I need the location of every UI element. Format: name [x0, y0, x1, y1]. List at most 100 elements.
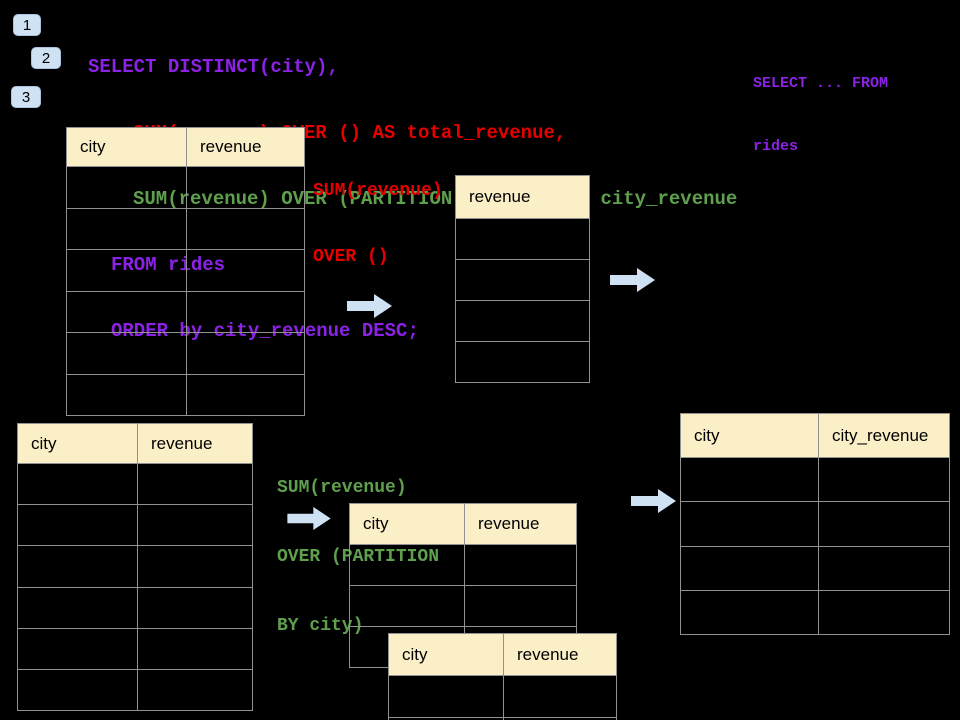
sql-side-note: SELECT ... FROM rides — [753, 31, 888, 178]
side-note-line-2: rides — [753, 138, 799, 155]
table-source-top-header-row: city revenue — [67, 128, 304, 167]
table-source-top: city revenue — [66, 127, 305, 416]
sql-line-select: SELECT DISTINCT(city), — [88, 56, 339, 78]
table-row — [18, 668, 252, 711]
table-row — [456, 219, 589, 259]
table-row — [681, 501, 949, 546]
table-cell — [137, 628, 252, 669]
table-cell — [67, 292, 186, 333]
table-cell — [389, 676, 503, 717]
table-cell — [464, 586, 576, 626]
column-header-revenue: revenue — [464, 504, 576, 544]
column-header-revenue: revenue — [137, 424, 252, 463]
table-row — [67, 249, 304, 291]
table-cell — [456, 219, 589, 259]
sql-line-from: FROM rides — [111, 254, 226, 276]
table-row — [456, 300, 589, 341]
table-cell — [681, 591, 818, 634]
table-cell — [350, 586, 464, 626]
table-row — [18, 545, 252, 587]
table-cell — [186, 208, 304, 249]
table-cell — [456, 342, 589, 382]
table-total-revenue: revenue — [455, 175, 590, 383]
table-cell — [456, 260, 589, 300]
step-badge-3: 3 — [11, 86, 41, 108]
column-header-city-revenue: city_revenue — [818, 414, 949, 457]
table-body — [67, 167, 304, 415]
table-body — [389, 676, 616, 720]
side-note-line-1: SELECT ... FROM — [753, 75, 889, 92]
table-row — [18, 586, 252, 628]
annotation-over-all-line-2: OVER () — [313, 247, 389, 267]
table-row — [681, 458, 949, 502]
table-row — [18, 627, 252, 669]
table-row — [681, 545, 949, 590]
table-row — [67, 167, 304, 208]
table-cell — [456, 301, 589, 341]
table-cell — [137, 464, 252, 505]
annotation-over-partition-line-1: SUM(revenue) — [277, 478, 407, 498]
right-arrow-icon — [347, 294, 392, 318]
table-partition-step: city revenue — [349, 503, 577, 668]
table-row — [389, 716, 616, 720]
right-arrow-icon — [287, 506, 331, 531]
table-cell — [681, 458, 818, 501]
table-cell — [818, 458, 949, 502]
annotation-over-all-line-1: SUM(revenue) — [313, 181, 443, 201]
table-cell — [681, 502, 818, 545]
table-cell — [67, 167, 186, 208]
table-cell — [18, 588, 137, 628]
table-cell — [67, 333, 186, 374]
table-cell — [818, 502, 949, 546]
table-cell — [503, 717, 616, 720]
column-header-city: city — [80, 137, 106, 156]
table-row — [18, 464, 252, 505]
annotation-over-partition-line-2: OVER (PARTITION — [277, 547, 440, 567]
table-cell — [350, 545, 464, 585]
table-cell — [137, 669, 252, 711]
table-cell — [67, 209, 186, 250]
column-header-city: city — [31, 433, 57, 453]
table-cell — [186, 291, 304, 332]
table-row — [18, 504, 252, 546]
table-source-bottom-header-row: city revenue — [18, 424, 252, 464]
table-cell — [18, 505, 137, 545]
table-cell — [186, 167, 304, 208]
table-cell — [464, 545, 576, 585]
right-arrow-icon — [631, 489, 676, 513]
table-cell — [137, 505, 252, 546]
table-row — [681, 589, 949, 634]
table-cell — [818, 546, 949, 590]
table-partition-step-header-row: city revenue — [350, 504, 576, 545]
table-row — [67, 207, 304, 250]
table-result: city city_revenue — [680, 413, 950, 635]
table-row — [67, 332, 304, 374]
table-cell — [67, 250, 186, 291]
column-header-revenue: revenue — [503, 634, 616, 675]
column-header-revenue: revenue — [186, 128, 304, 166]
table-cell — [503, 676, 616, 717]
table-cell — [681, 547, 818, 590]
table-source-bottom: city revenue — [17, 423, 253, 711]
table-cell — [67, 375, 186, 416]
table-row — [389, 676, 616, 717]
table-row — [350, 585, 576, 626]
table-result-header-row: city city_revenue — [681, 414, 949, 458]
step-badge-1: 1 — [13, 14, 41, 36]
annotation-over-all: SUM(revenue) OVER () — [313, 136, 443, 290]
table-cell — [18, 546, 137, 586]
right-arrow-icon — [610, 268, 655, 292]
table-partition-overlay: city revenue — [388, 633, 617, 720]
table-row — [456, 259, 589, 300]
table-cell — [137, 587, 252, 628]
table-partition-overlay-header-row: city revenue — [389, 634, 616, 676]
table-row — [350, 545, 576, 585]
table-cell — [186, 333, 304, 374]
column-header-revenue: revenue — [469, 187, 531, 206]
table-body — [456, 219, 589, 382]
table-body — [681, 458, 949, 634]
table-cell — [186, 250, 304, 291]
table-cell — [818, 590, 949, 634]
table-row — [67, 373, 304, 416]
sql-line-order-by: ORDER by city_revenue DESC; — [111, 320, 419, 342]
